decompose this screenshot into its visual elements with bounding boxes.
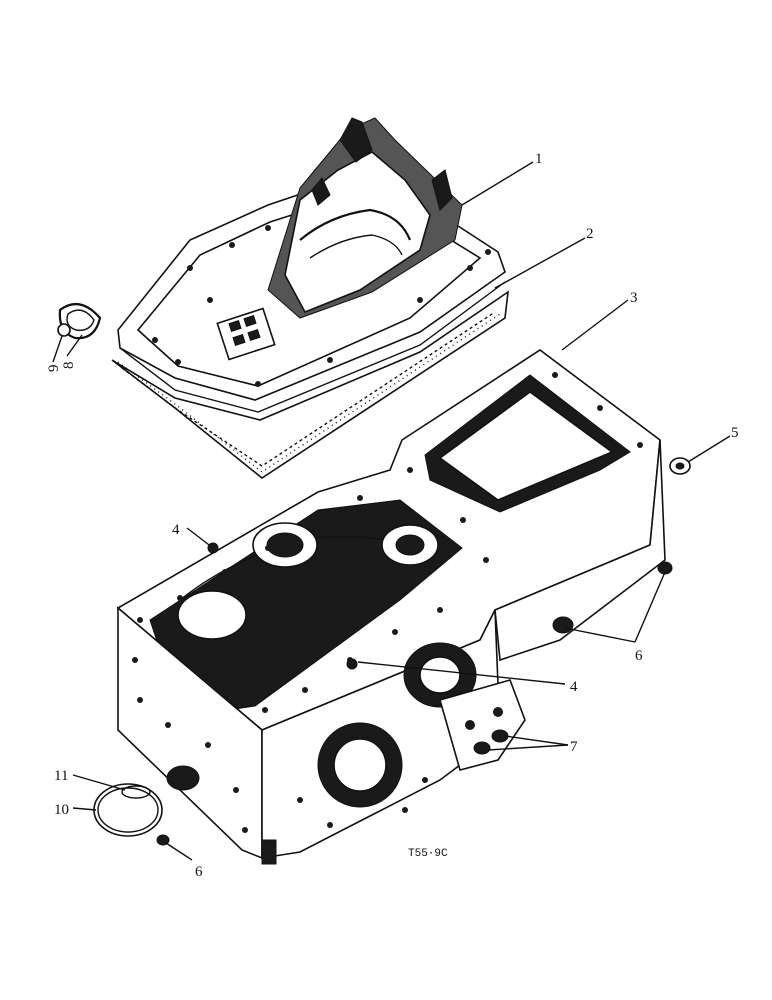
callout-2: 2 (586, 226, 594, 242)
washer-part-5 (669, 457, 691, 475)
cover-plate-part-10 (93, 783, 163, 837)
small-part-9-ring (57, 323, 71, 337)
callout-1: 1 (535, 151, 543, 167)
leader-lines (52, 161, 731, 861)
callout-11: 11 (54, 768, 68, 784)
gasket-part-11 (121, 785, 151, 799)
gasket-part-2 (111, 290, 509, 479)
callout-7: 7 (570, 739, 578, 755)
callout-6-bottom: 6 (195, 864, 203, 880)
callout-10: 10 (54, 802, 69, 818)
drawing-code: T55·9C (408, 848, 448, 860)
callout-8: 8 (61, 362, 77, 370)
callout-3: 3 (630, 290, 638, 306)
studs-part-7 (473, 729, 509, 755)
plug-part-6-right (657, 561, 673, 575)
callout-5: 5 (731, 425, 739, 441)
bolt-part-6-bottom (156, 834, 170, 846)
callout-4-mid: 4 (570, 679, 578, 695)
callout-4-top: 4 (172, 522, 180, 538)
callout-6-right: 6 (635, 648, 643, 664)
top-cover-part-1 (117, 117, 506, 413)
callout-9: 9 (46, 365, 62, 373)
